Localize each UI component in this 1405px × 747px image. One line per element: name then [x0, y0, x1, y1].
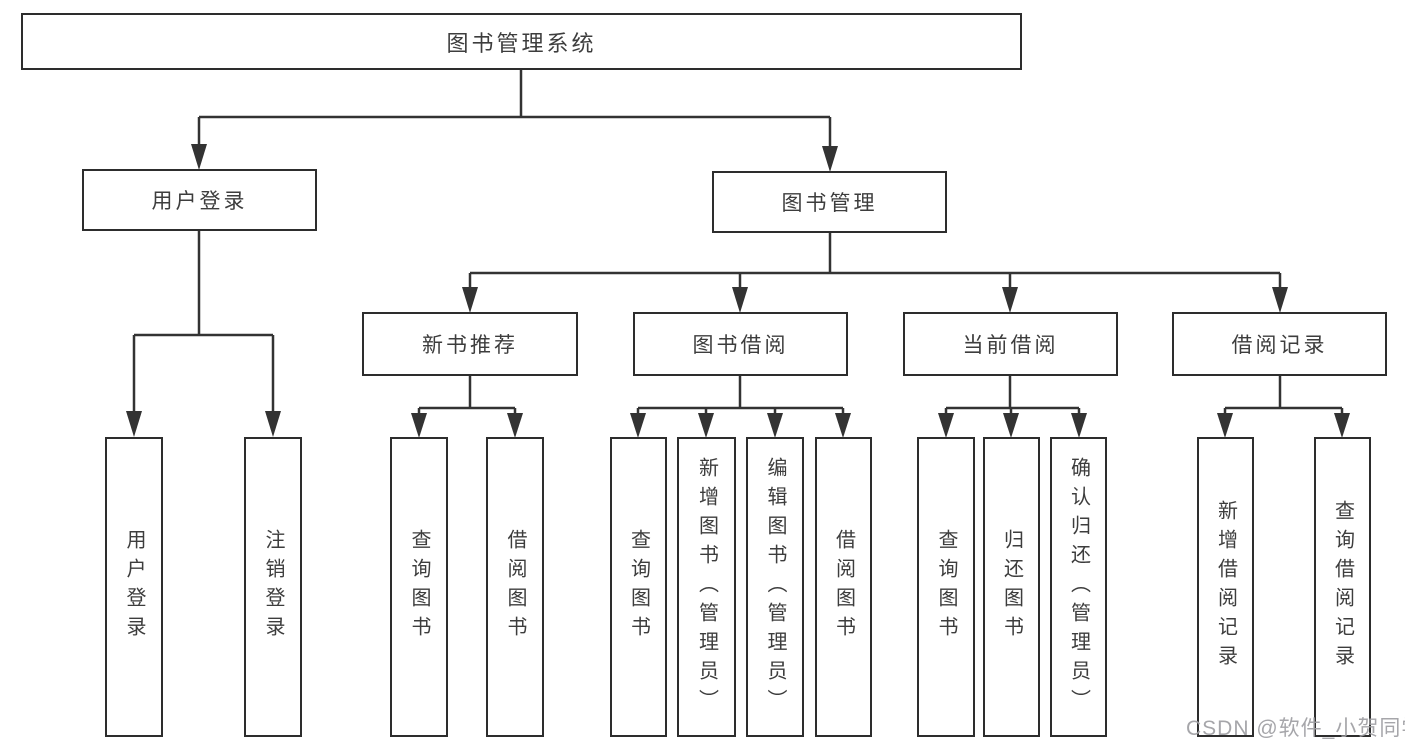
node-new-book-recommend: 新书推荐 [362, 312, 578, 376]
leaf-add-books-admin: 新增图书（管理员） [677, 437, 736, 737]
node-book-borrowing: 图书借阅 [633, 312, 848, 376]
node-borrowing-records-label: 借阅记录 [1231, 334, 1328, 357]
node-borrowing-records: 借阅记录 [1172, 312, 1387, 376]
leaf-query-borrow-record: 查询借阅记录 [1314, 437, 1371, 737]
leaf-borrow-books: 借阅图书 [815, 437, 872, 737]
leaf-recommend-borrow-books: 借阅图书 [486, 437, 544, 737]
leaf-return-books: 归还图书 [983, 437, 1040, 737]
root-node-label: 图书管理系统 [446, 30, 597, 56]
leaf-user-login: 用户登录 [105, 437, 163, 737]
root-node-library-management-system: 图书管理系统 [21, 13, 1022, 70]
leaf-edit-books-admin: 编辑图书（管理员） [746, 437, 804, 737]
node-new-book-recommend-label: 新书推荐 [422, 334, 518, 357]
leaf-confirm-return-admin: 确认归还（管理员） [1050, 437, 1107, 737]
leaf-recommend-query-books: 查询图书 [390, 437, 448, 737]
leaf-borrowing-query-books: 查询图书 [610, 437, 667, 737]
node-user-login: 用户登录 [82, 169, 317, 231]
node-book-management: 图书管理 [712, 171, 947, 233]
node-book-borrowing-label: 图书借阅 [692, 334, 789, 357]
leaf-logout: 注销登录 [244, 437, 302, 737]
node-user-login-label: 用户登录 [151, 190, 248, 213]
node-book-management-label: 图书管理 [781, 192, 878, 215]
node-current-borrowing: 当前借阅 [903, 312, 1118, 376]
leaf-add-borrow-record: 新增借阅记录 [1197, 437, 1254, 737]
node-current-borrowing-label: 当前借阅 [962, 334, 1059, 357]
csdn-watermark: CSDN @软件_小贺同学 [1186, 717, 1405, 740]
leaf-current-query-books: 查询图书 [917, 437, 975, 737]
